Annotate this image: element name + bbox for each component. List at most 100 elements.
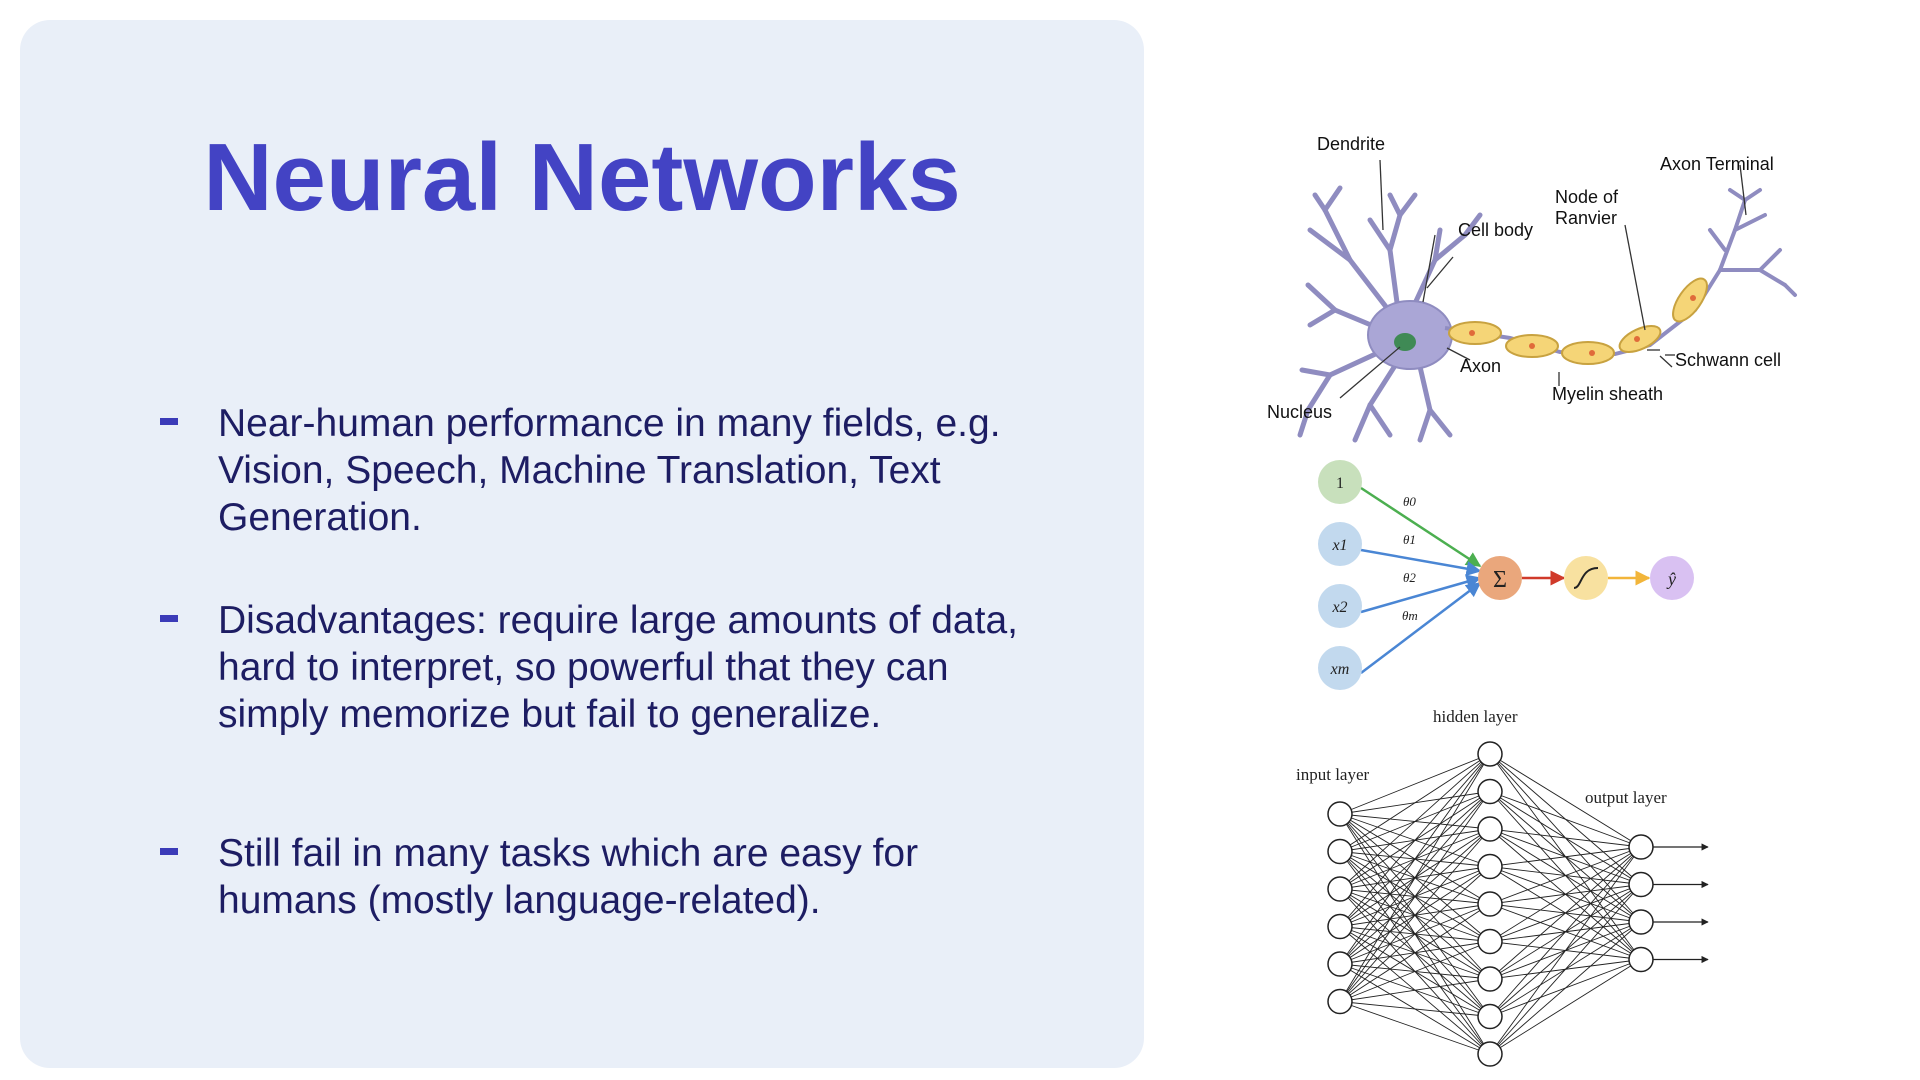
weight-arrow [1360, 548, 1482, 577]
output-layer-label: output layer [1585, 788, 1667, 807]
label-axon-terminal: Axon Terminal [1660, 154, 1774, 174]
label-node-of-ranvier-2: Ranvier [1555, 208, 1617, 228]
output-node [1650, 556, 1694, 600]
input-node-x1 [1318, 522, 1362, 566]
input-node-x2 [1318, 584, 1362, 628]
output-neuron [1628, 946, 1654, 973]
network-edge [1339, 753, 1491, 852]
output-neuron [1628, 834, 1654, 860]
weight-arrow [1360, 574, 1482, 614]
network-edge [1489, 846, 1642, 1017]
network-edge [1489, 846, 1642, 1055]
label-dendrite: Dendrite [1317, 134, 1385, 154]
hidden-neuron [1477, 816, 1503, 842]
slide-title: Neural Networks [203, 124, 961, 231]
bias-node [1318, 460, 1362, 504]
input-node-xm [1318, 646, 1362, 690]
axon-terminal-branches [1708, 188, 1797, 297]
weight-arrow [1360, 486, 1482, 568]
dendrites [1297, 185, 1483, 443]
label-nucleus: Nucleus [1267, 402, 1332, 422]
hidden-neuron [1477, 891, 1503, 917]
input-neuron [1327, 951, 1353, 977]
label-axon: Axon [1460, 356, 1501, 376]
network-diagram: input layer hidden layer output layer [1296, 707, 1709, 1067]
network-edge [1489, 921, 1642, 1055]
network-edge [1339, 978, 1491, 1002]
neuron-diagram: Dendrite Cell body Node of Ranvier Axon … [1267, 134, 1797, 443]
network-nodes [1327, 741, 1654, 1067]
network-edge [1339, 753, 1491, 965]
bullet-text: Disadvantages: require large amounts of … [218, 599, 1018, 736]
weight-label: θ0 [1403, 494, 1416, 509]
neural-figures: Dendrite Cell body Node of Ranvier Axon … [1267, 134, 1797, 1067]
bullet-text: Near-human performance in many fields, e… [218, 402, 1001, 539]
network-edge [1339, 753, 1491, 890]
network-edge [1339, 1001, 1491, 1017]
label-myelin-sheath: Myelin sheath [1552, 384, 1663, 404]
label-node-of-ranvier-1: Node of [1555, 187, 1619, 207]
weight-arrow [1360, 582, 1482, 674]
hidden-neuron [1477, 966, 1503, 992]
network-edge [1339, 828, 1491, 1002]
weight-label: θm [1402, 608, 1418, 623]
bullet-text: Still fail in many tasks which are easy … [218, 832, 919, 922]
input-neuron [1327, 988, 1353, 1015]
input-neuron [1327, 801, 1353, 827]
network-edge [1489, 959, 1642, 1055]
input-neuron [1327, 876, 1353, 902]
bullet-dash-icon [160, 848, 178, 855]
weight-label: θ2 [1403, 570, 1416, 585]
sum-symbol: Σ [1493, 567, 1507, 593]
perceptron-diagram: 1 x1 x2 xm Σ ŷ θ0 θ1 θ2 θm [1318, 460, 1694, 690]
activation-node [1564, 556, 1608, 600]
leader-lines [1339, 159, 1747, 399]
output-neuron [1628, 909, 1654, 935]
network-edge [1489, 846, 1642, 867]
input-node-label: xm [1330, 661, 1350, 678]
nucleus [1394, 333, 1416, 351]
network-edge [1339, 941, 1491, 1002]
network-edge [1489, 846, 1642, 980]
sigmoid-icon [1573, 567, 1599, 589]
network-edge [1339, 791, 1491, 1002]
bullet-dash-icon [160, 418, 178, 425]
network-edges [1339, 753, 1642, 1055]
network-edge [1489, 846, 1642, 942]
myelin-sheath [1448, 277, 1708, 365]
bullet-dash-icon [160, 615, 178, 622]
network-edge [1339, 866, 1491, 1002]
input-node-label: x1 [1331, 537, 1347, 554]
content-panel [20, 20, 1144, 1068]
input-neuron [1327, 838, 1353, 865]
network-edge [1339, 753, 1491, 1002]
hidden-neuron [1477, 1041, 1503, 1067]
network-edge [1339, 1001, 1491, 1055]
network-edge [1489, 884, 1642, 1055]
sum-node [1478, 556, 1522, 600]
hidden-neuron [1477, 853, 1503, 880]
bias-node-label: 1 [1336, 475, 1344, 492]
hidden-neuron [1477, 928, 1503, 955]
weight-label: θ1 [1403, 532, 1416, 547]
network-edge [1489, 791, 1642, 848]
network-edge [1339, 903, 1491, 1002]
hidden-neuron [1477, 741, 1503, 767]
input-neuron [1327, 913, 1353, 940]
network-edge [1489, 846, 1642, 905]
hidden-layer-label: hidden layer [1433, 707, 1518, 726]
input-node-label: x2 [1331, 599, 1347, 616]
hidden-neuron [1477, 778, 1503, 805]
schwann-nuclei [1469, 295, 1696, 356]
output-arrows [1653, 843, 1709, 964]
hidden-neuron [1477, 1003, 1503, 1030]
label-schwann-cell: Schwann cell [1675, 350, 1781, 370]
network-edge [1489, 753, 1642, 848]
label-cell-body: Cell body [1458, 220, 1533, 240]
output-symbol: ŷ [1666, 569, 1676, 589]
network-edge [1339, 753, 1491, 815]
input-layer-label: input layer [1296, 765, 1370, 784]
output-neuron [1628, 871, 1654, 898]
network-edge [1339, 753, 1491, 927]
network-edge [1489, 828, 1642, 848]
